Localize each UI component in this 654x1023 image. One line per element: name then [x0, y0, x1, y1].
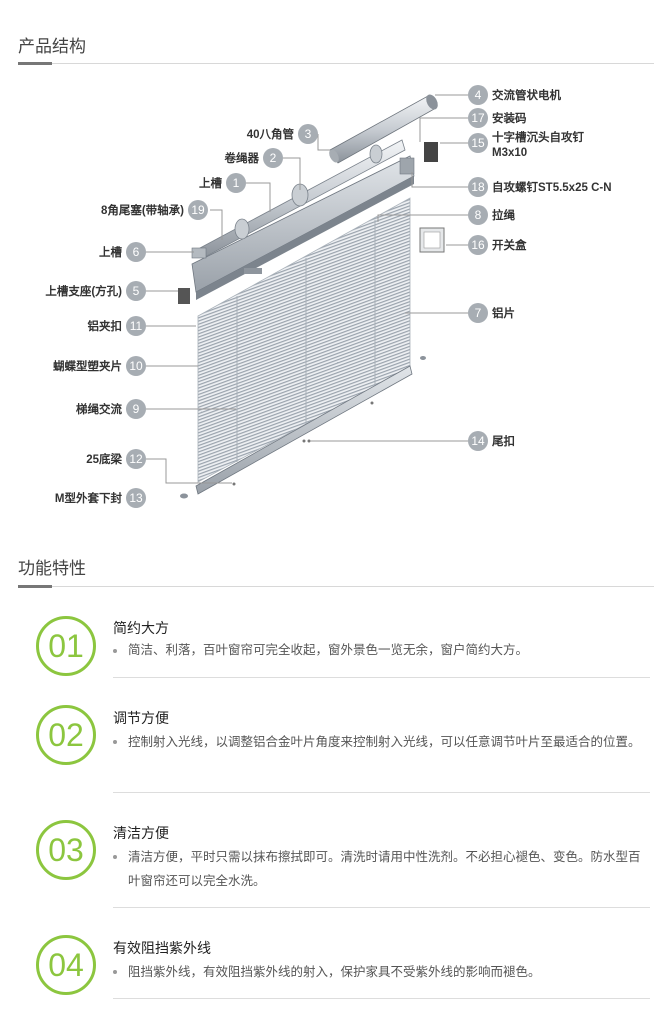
- section-rule: [18, 63, 654, 64]
- feature-title: 调节方便: [113, 710, 169, 726]
- feature-number-circle: 04: [36, 935, 96, 995]
- feature-divider: [113, 792, 650, 793]
- svg-text:8: 8: [475, 208, 482, 222]
- product-structure-diagram: 4 17 15 3 2 18 1 19 8 16 6 5 7 11 10 9 1…: [45, 85, 612, 508]
- part-label-5: 上槽支座(方孔): [45, 284, 122, 298]
- part-badge-6: 6: [126, 242, 146, 262]
- part-badge-5: 5: [126, 281, 146, 301]
- part-label-10: 蝴蝶型塑夹片: [53, 359, 122, 373]
- feature-title: 清洁方便: [113, 825, 169, 841]
- part-label-6: 上槽: [99, 245, 122, 259]
- feature-description: 清洁方便，平时只需以抹布擦拭即可。清洗时请用中性洗剂。不必担心褪色、变色。防水型…: [128, 850, 641, 888]
- svg-text:15: 15: [471, 136, 485, 150]
- part-label-19: 8角尾塞(带轴承): [101, 203, 184, 217]
- section-rule-accent: [18, 62, 52, 65]
- part-badge-7: 7: [468, 303, 488, 323]
- feature-number-circle: 02: [36, 705, 96, 765]
- part-label-8: 拉绳: [492, 208, 515, 222]
- part-label-7: 铝片: [492, 306, 515, 320]
- bullet-icon: [113, 740, 119, 746]
- part-badge-4: 4: [468, 85, 488, 105]
- part-badge-13: 13: [126, 488, 146, 508]
- svg-text:12: 12: [129, 452, 143, 466]
- svg-text:4: 4: [475, 88, 482, 102]
- part-badge-2: 2: [263, 148, 283, 168]
- part-badge-16: 16: [468, 235, 488, 255]
- bullet-icon: [113, 649, 119, 655]
- part-label-2: 卷绳器: [224, 151, 260, 165]
- feature-divider: [113, 677, 650, 678]
- bottom-rail: [195, 365, 413, 495]
- svg-text:14: 14: [471, 434, 485, 448]
- part-badge-8: 8: [468, 205, 488, 225]
- svg-text:10: 10: [129, 359, 143, 373]
- part-badge-19: 19: [188, 200, 208, 220]
- section-title-features: 功能特性: [18, 559, 86, 578]
- feature-number: 03: [48, 832, 84, 868]
- svg-text:2: 2: [270, 151, 277, 165]
- feature-description: 控制射入光线，以调整铝合金叶片角度来控制射入光线，可以任意调节叶片至最适合的位置…: [128, 735, 641, 749]
- feature-title: 有效阻挡紫外线: [113, 940, 211, 956]
- part-badge-3: 3: [298, 124, 318, 144]
- svg-text:13: 13: [129, 491, 143, 505]
- part-label-16: 开关盒: [492, 238, 527, 252]
- part-badge-12: 12: [126, 449, 146, 469]
- part-badge-10: 10: [126, 356, 146, 376]
- svg-text:5: 5: [133, 284, 140, 298]
- part-badge-18: 18: [468, 177, 488, 197]
- bullet-icon: [113, 970, 119, 976]
- feature-number: 04: [48, 947, 84, 983]
- feature-divider: [113, 998, 650, 999]
- part-badge-1: 1: [226, 173, 246, 193]
- section-title-structure: 产品结构: [18, 37, 86, 56]
- svg-text:7: 7: [475, 306, 482, 320]
- feature-number-circle: 03: [36, 820, 96, 880]
- svg-text:1: 1: [233, 176, 240, 190]
- part-label-17: 安装码: [492, 111, 527, 125]
- tubular-motor: [329, 94, 438, 164]
- feature-title: 简约大方: [113, 620, 169, 636]
- feature-description: 阻挡紫外线，有效阻挡紫外线的射入，保护家具不受紫外线的影响而褪色。: [128, 965, 541, 979]
- part-badge-15: 15: [468, 133, 488, 153]
- feature-description: 简洁、利落，百叶窗帘可完全收起，窗外景色一览无余，窗户简约大方。: [128, 643, 529, 657]
- part-label-9: 梯绳交流: [76, 402, 122, 416]
- svg-text:3: 3: [305, 127, 312, 141]
- part-label-14: 尾扣: [491, 434, 515, 448]
- section-rule: [18, 586, 654, 587]
- part-label-11: 铝夹扣: [88, 319, 123, 333]
- part-label-4: 交流管状电机: [492, 88, 561, 102]
- svg-text:17: 17: [471, 111, 485, 125]
- feature-number-circle: 01: [36, 616, 96, 676]
- feature-number: 02: [48, 717, 84, 753]
- part-badge-9: 9: [126, 399, 146, 419]
- svg-text:11: 11: [130, 319, 143, 333]
- part-badge-11: 11: [126, 316, 146, 336]
- section-rule-accent: [18, 585, 52, 588]
- part-label-18: 自攻螺钉ST5.5x25 C-N: [492, 180, 612, 194]
- svg-text:16: 16: [471, 238, 485, 252]
- part-label-12: 25底梁: [86, 452, 122, 466]
- part-label-3: 40八角管: [247, 127, 295, 141]
- part-badge-14: 14: [468, 431, 488, 451]
- bullet-icon: [113, 855, 119, 861]
- feature-divider: [113, 907, 650, 908]
- part-label-1: 上槽: [199, 176, 222, 190]
- part-label-13: M型外套下封: [55, 491, 123, 505]
- feature-number: 01: [48, 628, 84, 664]
- svg-text:19: 19: [191, 203, 205, 217]
- part-label-15: 十字槽沉头自攻钉: [492, 130, 584, 144]
- part-badge-17: 17: [468, 108, 488, 128]
- part-label-15-size: M3x10: [492, 147, 527, 159]
- svg-text:6: 6: [133, 245, 140, 259]
- svg-text:18: 18: [471, 180, 485, 194]
- svg-text:9: 9: [133, 402, 140, 416]
